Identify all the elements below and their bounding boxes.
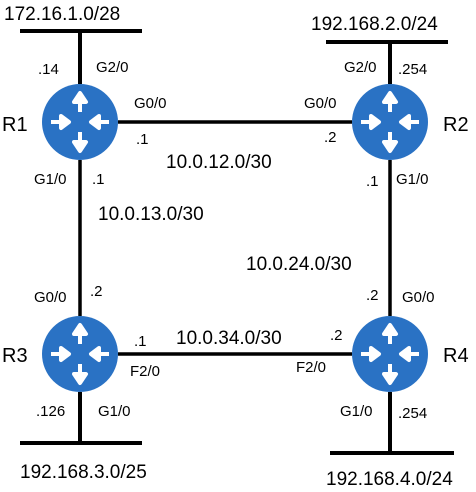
network-label-link12: 10.0.12.0/30 (166, 152, 272, 173)
router-r4-name: R4 (443, 345, 469, 367)
interface-label-r2-g2-0: G2/0 (344, 59, 377, 76)
network-label-link34: 10.0.34.0/30 (176, 328, 282, 349)
router-r1-name: R1 (2, 114, 28, 136)
host-id-r1-lan: .14 (38, 61, 59, 78)
host-id-r2-lan: .254 (398, 61, 427, 78)
lan-segments (20, 29, 454, 455)
router-r3[interactable] (40, 314, 120, 394)
interface-label-r3-g1-0: G1/0 (98, 403, 131, 420)
router-icon (350, 314, 430, 394)
router-r4[interactable] (350, 314, 430, 394)
host-id-r3-link34: .1 (134, 333, 147, 350)
interface-label-r1-g0-0: G0/0 (134, 95, 167, 112)
p2p-links (78, 120, 392, 356)
interface-label-r3-f2-0: F2/0 (130, 363, 160, 380)
host-id-r4-link34: .2 (330, 327, 343, 344)
interface-label-r1-g1-0: G1/0 (34, 171, 67, 188)
router-r2[interactable] (350, 82, 430, 162)
interface-label-r4-g0-0: G0/0 (402, 289, 435, 306)
host-id-r1-link12: .1 (136, 131, 149, 148)
router-r1[interactable] (40, 82, 120, 162)
router-icon (350, 82, 430, 162)
network-label-lan2: 192.168.2.0/24 (311, 14, 438, 35)
interface-label-r3-g0-0: G0/0 (34, 289, 67, 306)
router-r2-name: R2 (443, 114, 469, 136)
network-label-lan1: 172.16.1.0/28 (4, 4, 120, 25)
interface-label-r2-g1-0: G1/0 (396, 171, 429, 188)
network-label-link24: 10.0.24.0/30 (246, 254, 352, 275)
network-label-link13: 10.0.13.0/30 (98, 204, 204, 225)
host-id-r3-link13: .2 (90, 283, 103, 300)
network-label-lan4: 192.168.4.0/24 (326, 469, 453, 490)
router-r3-name: R3 (2, 345, 28, 367)
host-id-r3-lan: .126 (36, 403, 65, 420)
router-icon (40, 82, 120, 162)
host-id-r1-link13: .1 (92, 171, 105, 188)
network-label-lan3: 192.168.3.0/25 (20, 462, 147, 483)
interface-label-r4-f2-0: F2/0 (296, 359, 326, 376)
interface-label-r1-g2-0: G2/0 (96, 59, 129, 76)
host-id-r4-link24: .2 (366, 287, 379, 304)
host-id-r2-link12: .2 (324, 129, 337, 146)
host-id-r4-lan: .254 (398, 405, 427, 422)
interface-label-r2-g0-0: G0/0 (304, 95, 337, 112)
interface-label-r4-g1-0: G1/0 (340, 403, 373, 420)
host-id-r2-link24: .1 (366, 173, 379, 190)
router-icon (40, 314, 120, 394)
